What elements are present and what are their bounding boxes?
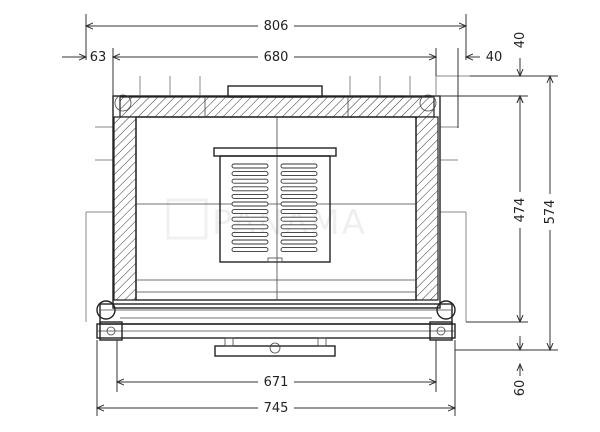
grate-slot [231,171,269,177]
dim-474: 474 [466,96,528,322]
grate-slot [231,216,269,222]
grate-slot [231,247,269,253]
baffle-grate [213,147,337,263]
dim-label-overall-width: 806 [264,19,289,34]
svg-text:PANAMA: PANAMA [212,203,367,243]
dim-60: 60 [513,336,528,396]
grate-slot [280,224,318,230]
dim-label-bottom-offset: 60 [513,380,528,397]
dim-label-base-width: 745 [264,401,289,416]
left-insulation [113,116,137,301]
grate-slot [280,163,318,169]
dim-label-top-offset: 40 [513,32,528,49]
dim-label-left-offset: 63 [90,50,107,65]
grate-slot [280,171,318,177]
dim-label-overall-height: 574 [543,200,558,225]
top-insulation [119,96,435,118]
dim-806: 806 [86,14,466,60]
grate-slot [231,178,269,184]
dim-label-bottom-width: 671 [264,375,289,390]
grate-slot [231,239,269,245]
grate-slot [231,231,269,237]
grate-slot [280,231,318,237]
door-frame [96,300,456,357]
grate-slot [280,201,318,207]
surround-outline [85,75,520,322]
grate-slot [280,209,318,215]
grate-slot [280,193,318,199]
grate-slot [280,186,318,192]
grate-slot [231,163,269,169]
grate-slot [280,216,318,222]
grate-slot [280,247,318,253]
dim-label-right-offset: 40 [486,50,503,65]
dim-40-horizontal: 40 [457,48,503,128]
dim-745: 745 [97,340,455,416]
grate-slot [231,193,269,199]
grate-slot [280,239,318,245]
grate-slot [231,201,269,207]
right-insulation [415,116,439,301]
dim-label-inner-height: 474 [513,198,528,223]
firebox-body [112,85,441,309]
grate-slot [231,209,269,215]
dim-label-inner-width: 680 [264,50,289,65]
grate-slot [280,178,318,184]
dim-574: 574 [455,76,558,350]
grate-slot [231,186,269,192]
watermark-logo: PANAMA [166,198,367,243]
grate-slot [231,224,269,230]
dim-680: 680 [113,48,436,96]
dim-63: 63 [62,50,106,65]
dim-671: 671 [117,340,436,392]
